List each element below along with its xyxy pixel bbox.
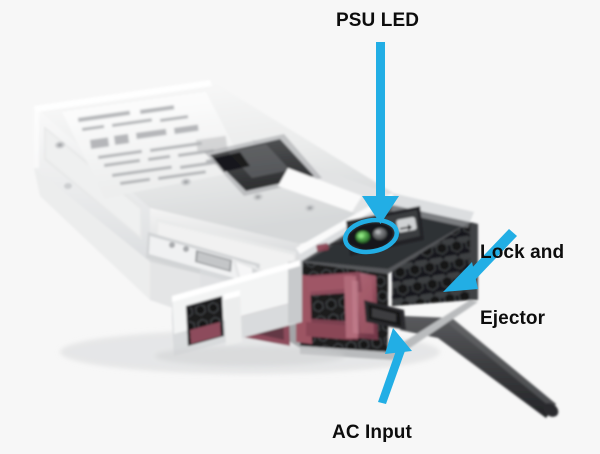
callout-label-lock-ejector-line1: Lock and <box>480 242 565 263</box>
callout-arrow-lock-ejector <box>443 229 517 292</box>
power-connector-icon <box>396 217 417 233</box>
psu-led-panel <box>316 206 424 256</box>
callout-arrow-ac-input <box>378 328 412 404</box>
callout-label-psu-led: PSU LED <box>336 10 420 31</box>
callout-label-ac-input: AC Input <box>332 422 412 443</box>
led-highlight-ellipse <box>343 217 399 255</box>
callout-label-lock-ejector-line2: Ejector <box>480 308 546 329</box>
handle-front-bend <box>306 274 359 340</box>
callout-arrow-psu-led <box>362 42 399 224</box>
psu-spec-sticker <box>62 92 246 198</box>
front-bezel-frame <box>172 260 302 356</box>
callout-label-lock-ejector: Lock and Ejector <box>480 198 564 374</box>
ac-input-receptacle <box>364 300 406 330</box>
ac-power-cable <box>400 316 559 418</box>
